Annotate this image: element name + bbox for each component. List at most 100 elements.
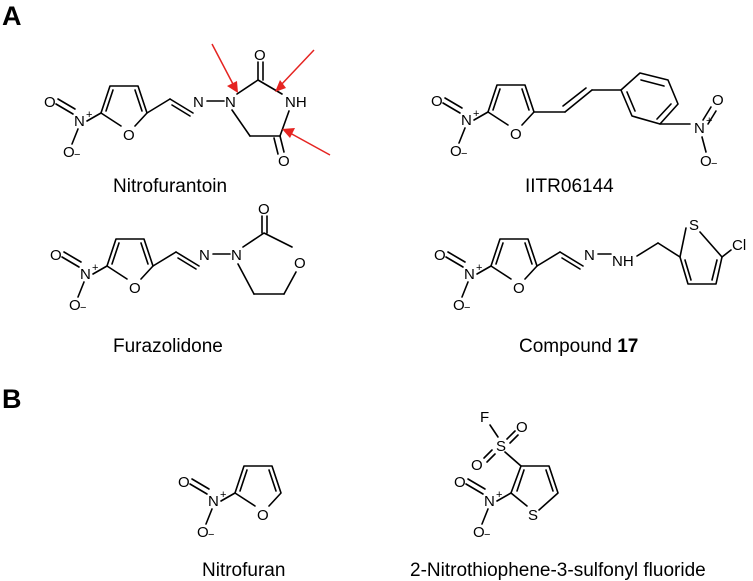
bond: [92, 265, 108, 275]
atom-o: O: [473, 524, 485, 541]
atom-o: O: [44, 94, 56, 111]
panel-letter-a: A: [2, 1, 22, 31]
atom-o: O: [434, 247, 446, 264]
charge-plus: +: [473, 108, 479, 120]
structure-nitrofurantoin: O N + O − O N N O NH O: [44, 43, 331, 170]
atom-o: O: [129, 280, 141, 297]
atom-o: O: [513, 280, 525, 297]
bond: [283, 271, 297, 295]
atom-o: O: [712, 92, 724, 109]
bond: [279, 135, 285, 153]
bond: [444, 97, 463, 109]
charge-plus: +: [476, 262, 482, 274]
caption-compound-17-number: 17: [617, 336, 638, 357]
atom-o: O: [454, 474, 466, 491]
structure-furazolidone: O N + O − O N N O O: [50, 201, 306, 314]
caption-nitrothiophene-sulfonyl-fluoride: 2-Nitrothiophene-3-sulfonyl fluoride: [410, 560, 706, 581]
bond: [140, 242, 149, 265]
bond: [461, 281, 469, 298]
charge-plus: +: [86, 109, 92, 121]
atom-o: O: [294, 255, 306, 272]
structure-compound-17: O N + O − O N NH S Cl: [434, 217, 746, 314]
charge-minus: −: [74, 149, 80, 161]
charge-minus: −: [461, 148, 467, 160]
atom-o: O: [278, 153, 290, 170]
bond: [492, 88, 501, 111]
charge-minus: −: [208, 529, 214, 541]
bond: [237, 263, 255, 295]
ring-bond: [106, 238, 154, 280]
bond: [177, 257, 197, 270]
atom-o: O: [123, 127, 135, 144]
atom-o: O: [700, 153, 712, 170]
caption-iitr06144: IITR06144: [525, 176, 614, 197]
atom-o: O: [510, 126, 522, 143]
bond: [189, 483, 208, 495]
ring-bond: [100, 85, 148, 127]
bond: [562, 87, 587, 107]
bond: [721, 249, 732, 258]
bond: [445, 256, 464, 268]
structure-iitr06144: O N + O − O N + O O −: [431, 72, 724, 170]
bond: [564, 89, 593, 113]
atom-o: O: [431, 93, 443, 110]
bond: [467, 478, 486, 490]
ring-bond: [490, 238, 538, 280]
bond: [711, 259, 718, 281]
bond: [521, 88, 530, 111]
bond: [510, 492, 528, 507]
atom-nh: NH: [612, 253, 634, 270]
atom-n: N: [193, 94, 204, 111]
bond: [169, 98, 194, 114]
bond: [191, 478, 210, 490]
bond: [626, 91, 636, 112]
bond: [640, 79, 665, 87]
bond: [495, 242, 504, 265]
bond: [146, 98, 171, 114]
atom-n: N: [461, 112, 472, 129]
bond: [504, 451, 522, 467]
bond: [486, 453, 496, 463]
bond: [473, 111, 489, 121]
atom-n: N: [584, 247, 595, 264]
atom-o: O: [257, 507, 269, 524]
bond: [483, 449, 493, 459]
bond: [536, 251, 561, 267]
bond: [111, 242, 120, 265]
bond: [152, 251, 177, 267]
atom-o: O: [254, 47, 266, 64]
atom-o: O: [450, 143, 462, 160]
bond: [231, 109, 251, 137]
caption-compound-17: Compound 17: [519, 336, 638, 357]
highlight-arrow: [289, 132, 331, 156]
arrowhead: [275, 80, 286, 92]
bond: [105, 89, 114, 112]
bond: [220, 492, 236, 502]
caption-nitrofurantoin: Nitrofurantoin: [113, 176, 227, 197]
charge-minus: −: [711, 158, 717, 170]
bond: [702, 106, 712, 121]
bond: [524, 242, 533, 265]
bond: [279, 110, 290, 137]
ring-bond: [679, 227, 723, 285]
bond: [205, 508, 213, 525]
arrowhead: [282, 128, 295, 138]
ring-bond: [242, 232, 293, 248]
bond: [684, 259, 692, 281]
ring-bond: [234, 465, 282, 507]
bond: [476, 265, 492, 275]
bond: [273, 137, 279, 155]
charge-minus: −: [464, 302, 470, 314]
bond: [545, 469, 554, 492]
atom-o: O: [50, 247, 62, 264]
atom-f: F: [480, 409, 489, 426]
atom-n: N: [74, 113, 85, 130]
bond: [447, 251, 466, 263]
charge-plus: +: [92, 262, 98, 274]
atom-n: N: [694, 120, 705, 137]
charge-minus: −: [80, 302, 86, 314]
bond: [516, 469, 525, 492]
bond: [442, 102, 461, 114]
bond: [134, 89, 143, 112]
